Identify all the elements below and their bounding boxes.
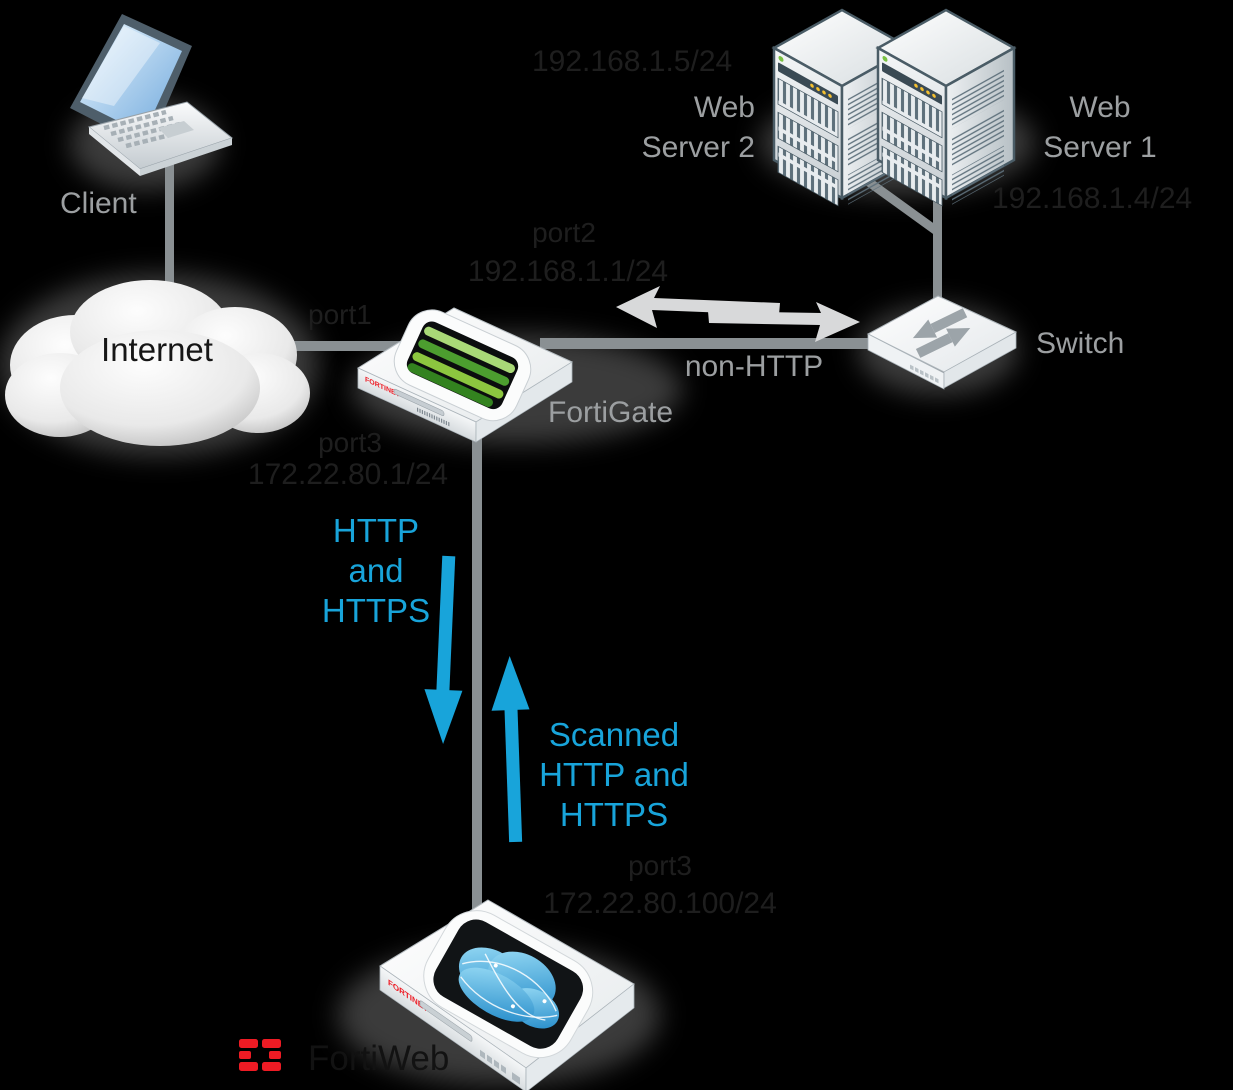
client-laptop-icon (70, 14, 234, 176)
fortinet-logo-icon (239, 1039, 281, 1071)
fortiweb-port3-label: port3 (628, 850, 692, 881)
non-http-label: non-HTTP (684, 350, 824, 383)
http-flow-label: HTTP and HTTPS (321, 512, 431, 629)
internet-fortigate-link (292, 341, 432, 351)
port1-label: port1 (308, 299, 372, 330)
fortigate-green-stripes (407, 326, 515, 407)
web-server-1-icon (876, 8, 1016, 208)
web-server-1-label: Web Server 1 (1043, 91, 1157, 164)
fortigate-port3-ip-label: 172.22.80.1/24 (247, 458, 449, 491)
fortigate-label: FortiGate (548, 396, 674, 429)
server1-switch-link (933, 160, 942, 310)
fortiweb-cloud-glyph (458, 947, 560, 1029)
switch-arrows-glyph (912, 308, 971, 358)
client-internet-link (165, 148, 174, 293)
non-http-left-arrow (616, 286, 780, 328)
fortiweb-port3-ip-label: 172.22.80.100/24 (543, 887, 777, 920)
fortiweb-device-icon: FORTINET (379, 899, 635, 1090)
scanned-flow-label: Scanned HTTP and HTTPS (539, 716, 689, 833)
port2-ip-label: 192.168.1.1/24 (467, 255, 669, 288)
fortiweb-label: FortiWeb (308, 1039, 450, 1078)
switch-label: Switch (1036, 327, 1125, 360)
switch-device-icon (866, 295, 1018, 390)
scanned-up-arrow (491, 656, 530, 843)
fortigate-fortiweb-link (472, 420, 482, 940)
fortigate-device-icon: FORTINET (356, 307, 574, 443)
web-server-2-ip-label: 192.168.1.5/24 (532, 45, 733, 78)
client-label: Client (60, 187, 137, 220)
port2-label: port2 (532, 217, 596, 248)
non-http-bidirectional-arrows (616, 286, 860, 342)
http-down-arrow (424, 555, 463, 745)
internet-label: Internet (101, 331, 213, 368)
fortigate-switch-link (540, 338, 910, 349)
non-http-right-arrow (708, 302, 860, 342)
web-server-1-ip-label: 192.168.1.4/24 (992, 182, 1193, 215)
web-server-2-label: Web Server 2 (641, 91, 755, 164)
internet-cloud-icon (5, 280, 310, 446)
fortigate-port3-label: port3 (318, 427, 382, 458)
